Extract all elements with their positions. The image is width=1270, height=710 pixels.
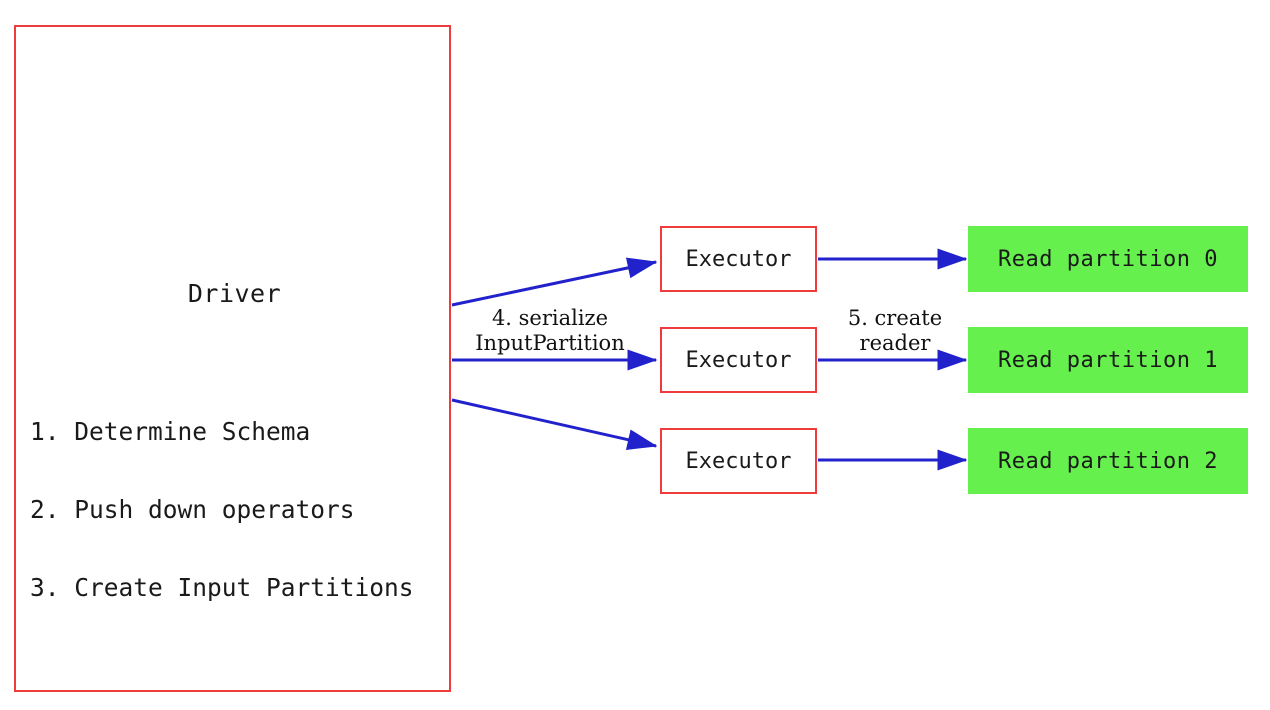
executor-box-3: Executor [660,428,817,494]
executor-label-1: Executor [685,246,792,272]
read-partition-box-1: Read partition 1 [968,327,1248,393]
driver-step-2: 2. Push down operators [30,495,355,524]
executor-label-3: Executor [685,448,792,474]
edge-label-serialize-line-2: InputPartition [475,331,625,355]
read-partition-box-2: Read partition 2 [968,428,1248,494]
executor-box-2: Executor [660,327,817,393]
edge-label-create-reader: 5. create reader [830,306,960,356]
driver-box: Driver 1. Determine Schema 2. Push down … [14,25,451,692]
read-partition-box-0: Read partition 0 [968,226,1248,292]
driver-steps-list: 1. Determine Schema 2. Push down operato… [30,367,450,653]
driver-step-3: 3. Create Input Partitions [30,573,414,602]
executor-label-2: Executor [685,347,792,373]
arrow-driver-to-executor-1 [451,257,658,307]
edge-label-create-reader-line-1: 5. create [847,306,943,330]
driver-step-1: 1. Determine Schema [30,417,311,446]
edge-label-serialize-line-1: 4. serialize [491,306,609,330]
edge-label-serialize: 4. serialize InputPartition [460,306,640,356]
arrow-driver-to-executor-3 [451,398,658,450]
edge-label-create-reader-line-2: reader [859,331,931,355]
read-partition-label-0: Read partition 0 [998,246,1218,272]
driver-title: Driver [187,279,282,308]
read-partition-label-1: Read partition 1 [998,347,1218,373]
executor-box-1: Executor [660,226,817,292]
read-partition-label-2: Read partition 2 [998,448,1218,474]
